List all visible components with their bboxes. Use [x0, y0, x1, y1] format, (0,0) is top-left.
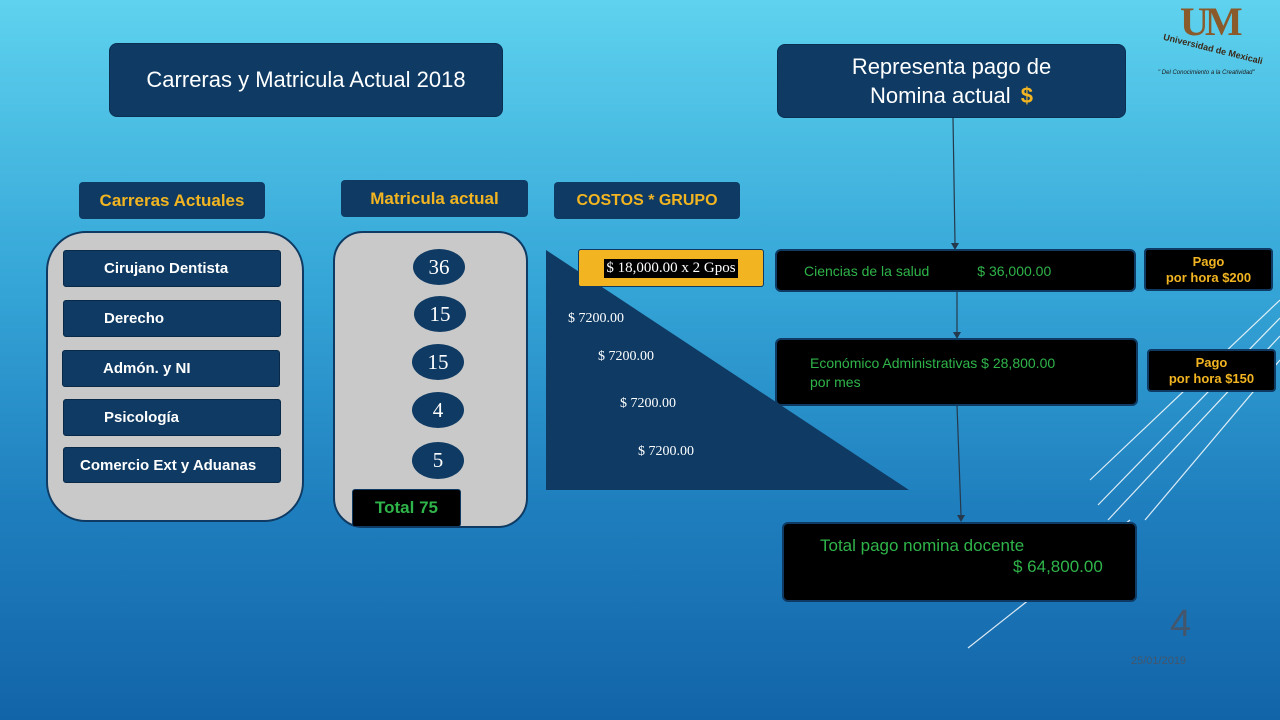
enrollment-count: 15: [414, 296, 466, 332]
cost-value: $ 7200.00: [638, 444, 694, 459]
nomina-title-box: Representa pago de Nomina actual $: [777, 44, 1126, 118]
area-economico-line2: por mes: [810, 374, 861, 390]
area-economico-line1: Económico Administrativas $ 28,800.00: [810, 355, 1056, 371]
page-title: Carreras y Matricula Actual 2018: [109, 43, 503, 117]
cost-value: $ 7200.00: [620, 396, 676, 411]
career-item: Cirujano Dentista: [63, 250, 281, 287]
pago-200-line2: por hora $200: [1165, 269, 1252, 285]
area-salud-name: Ciencias de la salud: [804, 262, 930, 279]
pago-200-box: Pago por hora $200: [1144, 248, 1273, 291]
university-logo: UM Universidad de Mexicali " Del Conocim…: [1152, 0, 1270, 82]
enrollment-count: 5: [412, 442, 464, 479]
cost-value: $ 7200.00: [568, 311, 624, 326]
pago-150-box: Pago por hora $150: [1147, 349, 1276, 392]
cost-highlight-box: $ 18,000.00 x 2 Gpos: [578, 249, 764, 287]
total-nomina-amount: $ 64,800.00: [1013, 557, 1103, 576]
enrollment-count: 15: [412, 344, 464, 380]
header-matricula: Matricula actual: [341, 180, 528, 217]
career-item: Psicología: [63, 399, 281, 436]
pago-150-line2: por hora $150: [1168, 370, 1255, 386]
total-nomina-box: Total pago nomina docente $ 64,800.00: [782, 522, 1137, 602]
career-item: Admón. y NI: [62, 350, 280, 387]
area-salud-amount: $ 36,000.00: [977, 262, 1052, 279]
cost-first: $ 18,000.00 x 2 Gpos: [604, 258, 738, 278]
logo-initials: UM: [1180, 0, 1243, 44]
total-nomina-label: Total pago nomina docente: [820, 536, 1025, 555]
enrollment-count: 36: [413, 249, 465, 285]
career-item: Comercio Ext y Aduanas: [63, 447, 281, 483]
pago-150-line1: Pago: [1195, 354, 1228, 370]
nomina-line2: Nomina actual: [870, 83, 1011, 108]
dollar-sign: $: [1020, 83, 1033, 108]
nomina-line2-wrap: Nomina actual $: [870, 81, 1033, 110]
header-costos: COSTOS * GRUPO: [554, 182, 740, 219]
enrollment-count: 4: [412, 392, 464, 428]
nomina-line1: Representa pago de: [851, 54, 1052, 79]
area-economico-box: Económico Administrativas $ 28,800.00 po…: [775, 338, 1138, 406]
logo-slogan: " Del Conocimiento a la Creatividad": [1158, 70, 1255, 76]
area-salud-box: Ciencias de la salud $ 36,000.00: [775, 249, 1136, 292]
total-enrollment: Total 75: [352, 489, 461, 527]
cost-value: $ 7200.00: [598, 349, 654, 364]
slide-date: 25/01/2019: [1131, 655, 1187, 667]
career-item: Derecho: [63, 300, 281, 337]
header-carreras: Carreras Actuales: [79, 182, 265, 219]
cost-triangle: [546, 250, 909, 490]
page-number: 4: [1170, 603, 1192, 645]
pago-200-line1: Pago: [1192, 253, 1225, 269]
